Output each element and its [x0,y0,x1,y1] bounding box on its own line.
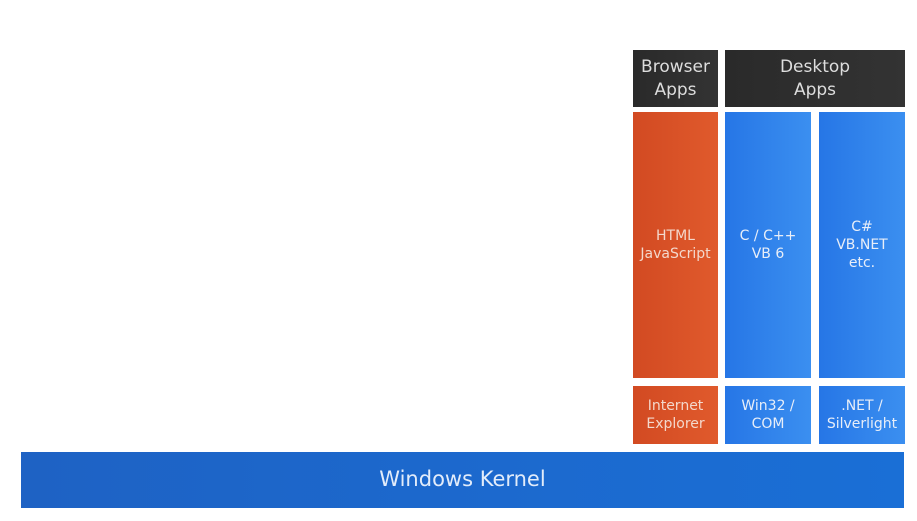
block-line: etc. [848,255,876,272]
internet-explorer-block: Internet Explorer [633,386,718,444]
block-line: Explorer [646,416,705,432]
block-line: .NET / [841,397,883,414]
header-line: Desktop [779,56,851,77]
dotnet-silverlight-block: .NET / Silverlight [819,386,905,444]
block-line: C# [851,218,873,235]
block-line: Silverlight [826,416,898,432]
csharp-vbnet-block: C# VB.NET etc. [819,112,905,378]
html-javascript-block: HTML JavaScript [633,112,718,378]
block-line: Internet [647,397,704,414]
block-line: COM [751,416,785,432]
windows-kernel-block: Windows Kernel [21,452,904,508]
header-line: Browser [641,56,710,77]
header-line: Apps [793,79,837,100]
kernel-label: Windows Kernel [379,467,546,492]
block-line: HTML [656,227,695,244]
block-line: C / C++ [739,227,797,244]
browser-apps-header: Browser Apps [633,50,718,107]
header-line: Apps [654,79,697,100]
block-line: Win32 / [741,397,795,414]
block-line: VB.NET [836,236,888,253]
block-line: VB 6 [751,246,785,262]
desktop-apps-header: Desktop Apps [725,50,905,107]
cpp-vb6-block: C / C++ VB 6 [725,112,811,378]
win32-com-block: Win32 / COM [725,386,811,444]
block-line: JavaScript [640,246,711,262]
